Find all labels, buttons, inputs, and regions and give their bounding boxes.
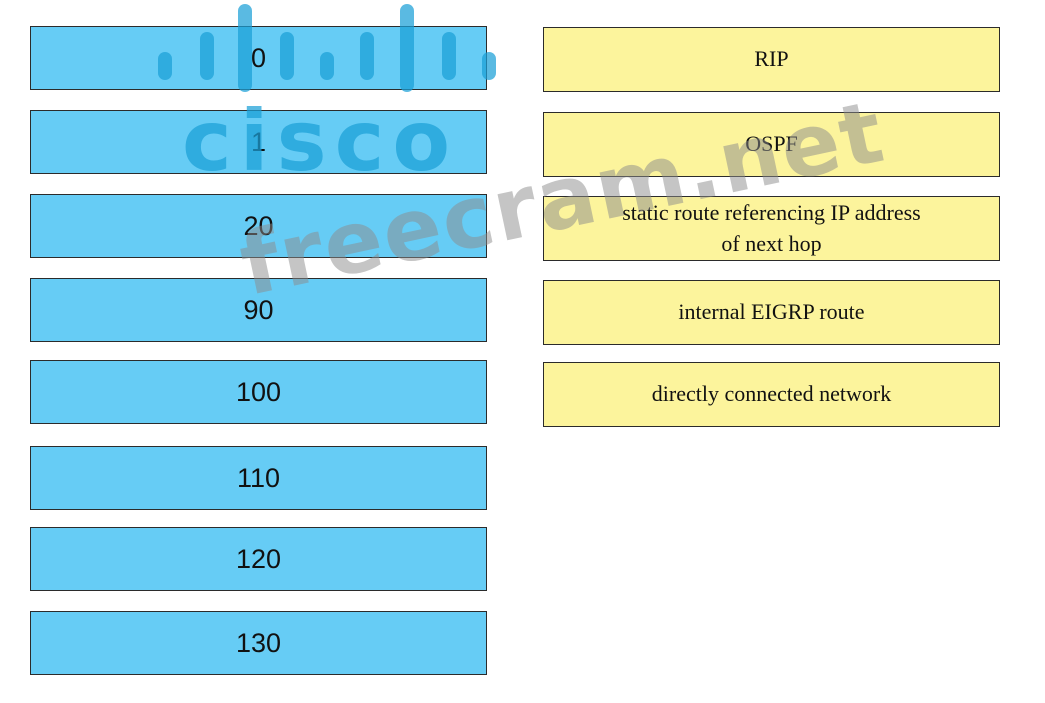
target-box-directly-connected[interactable]: directly connected network	[543, 362, 1000, 427]
target-label: internal EIGRP route	[678, 299, 865, 325]
value-label: 90	[243, 294, 274, 325]
target-label: directly connected network	[651, 381, 892, 407]
value-label: 1	[250, 126, 267, 157]
value-box-130[interactable]: 130	[30, 611, 487, 675]
target-box-ospf[interactable]: OSPF	[543, 112, 1000, 177]
value-box-0[interactable]: 0	[30, 26, 487, 90]
value-label: 20	[243, 210, 274, 241]
value-label: 0	[250, 42, 267, 73]
target-label: OSPF	[745, 131, 798, 157]
value-label: 110	[236, 462, 281, 493]
value-box-110[interactable]: 110	[30, 446, 487, 510]
value-box-1[interactable]: 1	[30, 110, 487, 174]
value-label: 100	[235, 376, 282, 407]
target-box-internal-eigrp[interactable]: internal EIGRP route	[543, 280, 1000, 345]
value-label: 130	[235, 627, 282, 658]
target-label: RIP	[754, 46, 789, 72]
target-box-static-route[interactable]: static route referencing IP address of n…	[543, 196, 1000, 261]
value-label: 120	[235, 543, 282, 574]
value-box-20[interactable]: 20	[30, 194, 487, 258]
value-box-120[interactable]: 120	[30, 527, 487, 591]
target-box-rip[interactable]: RIP	[543, 27, 1000, 92]
value-box-100[interactable]: 100	[30, 360, 487, 424]
value-box-90[interactable]: 90	[30, 278, 487, 342]
target-label: static route referencing IP address of n…	[622, 199, 921, 256]
